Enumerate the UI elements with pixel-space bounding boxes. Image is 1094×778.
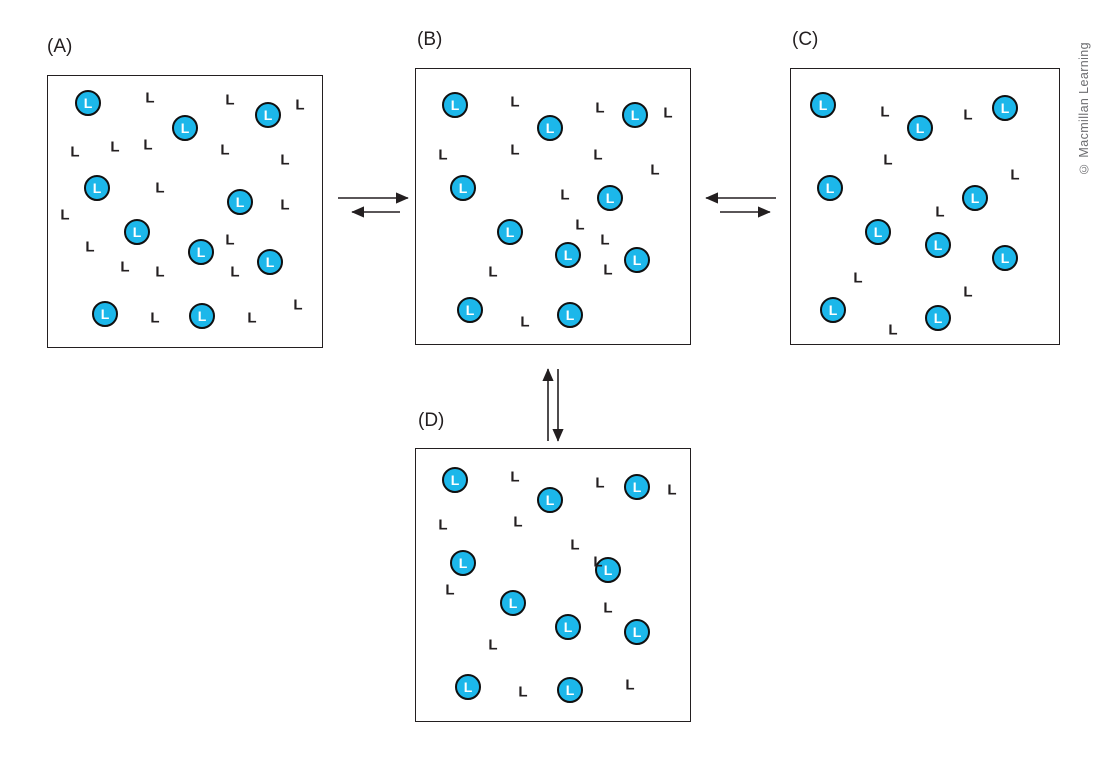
- free-ligand-label: L: [667, 481, 677, 499]
- bound-ligand-icon: L: [188, 239, 214, 265]
- free-ligand-label: L: [510, 93, 520, 111]
- free-ligand-label: L: [438, 146, 448, 164]
- bound-ligand-icon: L: [925, 305, 951, 331]
- bound-ligand-icon: L: [455, 674, 481, 700]
- free-ligand-label: L: [595, 474, 605, 492]
- free-ligand-label: L: [488, 636, 498, 654]
- free-ligand-label: L: [595, 99, 605, 117]
- free-ligand-label: L: [513, 513, 523, 531]
- free-ligand-label: L: [247, 309, 257, 327]
- free-ligand-label: L: [230, 263, 240, 281]
- free-ligand-label: L: [603, 261, 613, 279]
- free-ligand-label: L: [625, 676, 635, 694]
- bound-ligand-icon: L: [555, 242, 581, 268]
- free-ligand-label: L: [603, 599, 613, 617]
- free-ligand-label: L: [70, 143, 80, 161]
- bound-ligand-icon: L: [84, 175, 110, 201]
- panel-label-D: (D): [418, 410, 445, 431]
- free-ligand-label: L: [225, 231, 235, 249]
- bound-ligand-icon: L: [500, 590, 526, 616]
- bound-ligand-icon: L: [820, 297, 846, 323]
- bound-ligand-icon: L: [925, 232, 951, 258]
- bound-ligand-icon: L: [537, 115, 563, 141]
- bound-ligand-icon: L: [92, 301, 118, 327]
- free-ligand-label: L: [60, 206, 70, 224]
- bound-ligand-icon: L: [442, 92, 468, 118]
- free-ligand-label: L: [1010, 166, 1020, 184]
- bound-ligand-icon: L: [817, 175, 843, 201]
- bound-ligand-icon: L: [595, 557, 621, 583]
- free-ligand-label: L: [295, 96, 305, 114]
- bound-ligand-icon: L: [257, 249, 283, 275]
- free-ligand-label: L: [293, 296, 303, 314]
- bound-ligand-icon: L: [624, 247, 650, 273]
- bound-ligand-icon: L: [537, 487, 563, 513]
- bound-ligand-icon: L: [810, 92, 836, 118]
- bound-ligand-icon: L: [450, 550, 476, 576]
- free-ligand-label: L: [488, 263, 498, 281]
- bound-ligand-icon: L: [75, 90, 101, 116]
- free-ligand-label: L: [280, 151, 290, 169]
- free-ligand-label: L: [593, 553, 603, 571]
- bound-ligand-icon: L: [189, 303, 215, 329]
- free-ligand-label: L: [935, 203, 945, 221]
- free-ligand-label: L: [280, 196, 290, 214]
- free-ligand-label: L: [520, 313, 530, 331]
- free-ligand-label: L: [575, 216, 585, 234]
- bound-ligand-icon: L: [124, 219, 150, 245]
- bound-ligand-icon: L: [622, 102, 648, 128]
- free-ligand-label: L: [650, 161, 660, 179]
- free-ligand-label: L: [510, 141, 520, 159]
- bound-ligand-icon: L: [624, 619, 650, 645]
- free-ligand-label: L: [85, 238, 95, 256]
- bound-ligand-icon: L: [442, 467, 468, 493]
- free-ligand-label: L: [593, 146, 603, 164]
- bound-ligand-icon: L: [624, 474, 650, 500]
- free-ligand-label: L: [225, 91, 235, 109]
- free-ligand-label: L: [570, 536, 580, 554]
- free-ligand-label: L: [155, 179, 165, 197]
- free-ligand-label: L: [145, 89, 155, 107]
- bound-ligand-icon: L: [457, 297, 483, 323]
- free-ligand-label: L: [150, 309, 160, 327]
- free-ligand-label: L: [445, 581, 455, 599]
- panel-label-A: (A): [47, 36, 73, 57]
- free-ligand-label: L: [220, 141, 230, 159]
- copyright-credit: © Macmillan Learning: [1077, 42, 1091, 176]
- free-ligand-label: L: [438, 516, 448, 534]
- free-ligand-label: L: [883, 151, 893, 169]
- bound-ligand-icon: L: [557, 302, 583, 328]
- bound-ligand-icon: L: [962, 185, 988, 211]
- panel-label-C: (C): [792, 29, 819, 50]
- free-ligand-label: L: [120, 258, 130, 276]
- free-ligand-label: L: [663, 104, 673, 122]
- free-ligand-label: L: [518, 683, 528, 701]
- bound-ligand-icon: L: [907, 115, 933, 141]
- bound-ligand-icon: L: [992, 95, 1018, 121]
- free-ligand-label: L: [963, 283, 973, 301]
- bound-ligand-icon: L: [172, 115, 198, 141]
- free-ligand-label: L: [510, 468, 520, 486]
- free-ligand-label: L: [600, 231, 610, 249]
- bound-ligand-icon: L: [450, 175, 476, 201]
- bound-ligand-icon: L: [227, 189, 253, 215]
- bound-ligand-icon: L: [555, 614, 581, 640]
- bound-ligand-icon: L: [992, 245, 1018, 271]
- bound-ligand-icon: L: [255, 102, 281, 128]
- free-ligand-label: L: [155, 263, 165, 281]
- free-ligand-label: L: [560, 186, 570, 204]
- free-ligand-label: L: [880, 103, 890, 121]
- bound-ligand-icon: L: [597, 185, 623, 211]
- free-ligand-label: L: [888, 321, 898, 339]
- bound-ligand-icon: L: [557, 677, 583, 703]
- bound-ligand-icon: L: [497, 219, 523, 245]
- bound-ligand-icon: L: [865, 219, 891, 245]
- free-ligand-label: L: [143, 136, 153, 154]
- panel-label-B: (B): [417, 29, 443, 50]
- free-ligand-label: L: [110, 138, 120, 156]
- free-ligand-label: L: [963, 106, 973, 124]
- free-ligand-label: L: [853, 269, 863, 287]
